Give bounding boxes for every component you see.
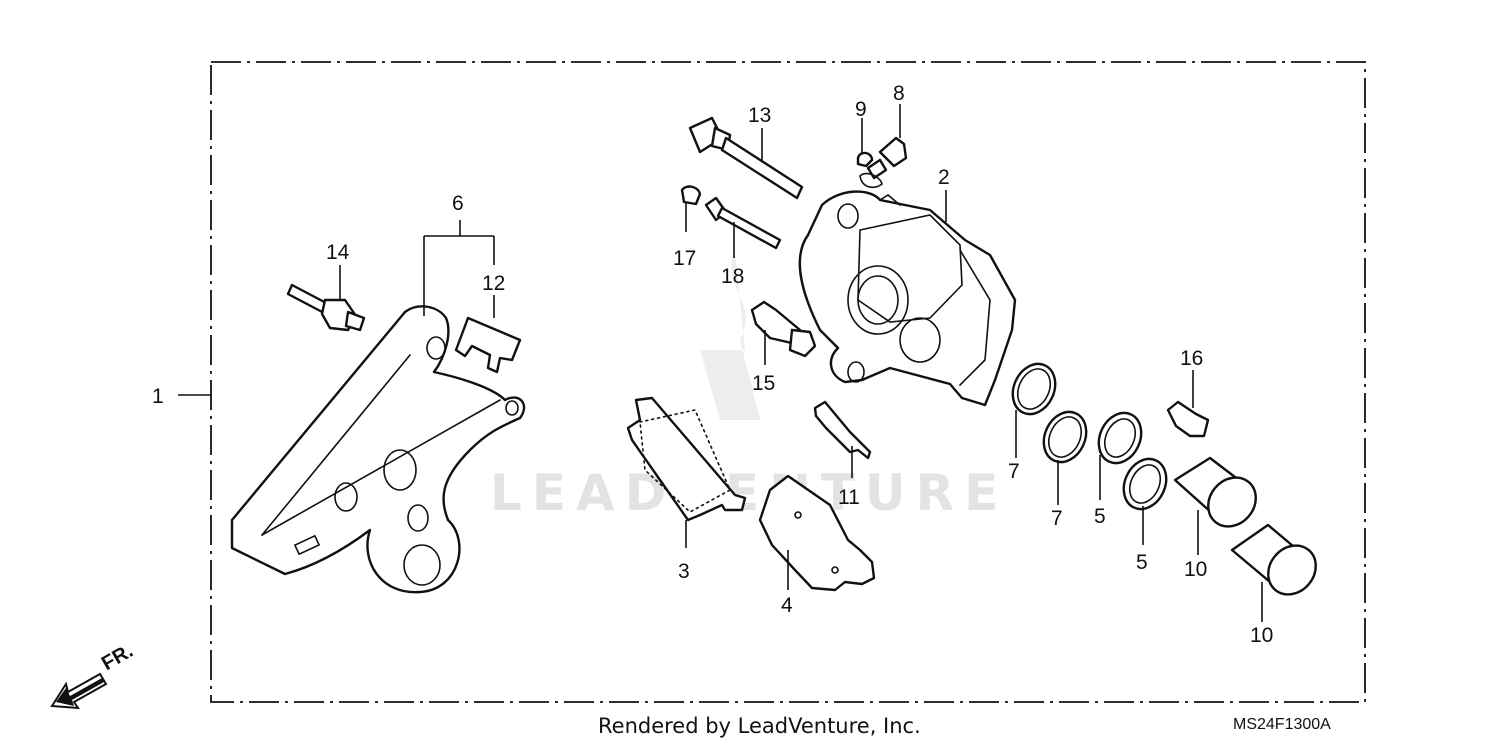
callout-11: 11 <box>838 486 860 509</box>
piston-2[interactable] <box>1230 523 1326 604</box>
callout-17: 17 <box>673 247 696 270</box>
callout-labels: 1 2 3 4 5 5 6 7 7 8 9 10 10 11 12 13 14 … <box>152 82 1273 647</box>
callout-6: 6 <box>452 192 464 215</box>
callout-15: 15 <box>752 372 775 395</box>
pad-spring[interactable] <box>454 316 522 374</box>
callout-3: 3 <box>678 560 690 583</box>
callout-10b: 10 <box>1250 624 1273 647</box>
callout-12: 12 <box>482 272 505 295</box>
dust-seal-1[interactable] <box>1091 406 1149 470</box>
slide-pin-long[interactable] <box>688 116 804 200</box>
piston-1[interactable] <box>1173 456 1266 536</box>
watermark-text: LEADVENTURE <box>490 464 1008 522</box>
callout-9: 9 <box>855 98 867 121</box>
bleeder-cap[interactable] <box>856 151 874 168</box>
callout-5b: 5 <box>1136 551 1148 574</box>
callout-4: 4 <box>781 594 793 617</box>
dust-seal-2[interactable] <box>1116 452 1174 516</box>
piston-seal-2[interactable] <box>1036 405 1094 469</box>
callout-1: 1 <box>152 385 164 408</box>
callout-14: 14 <box>326 241 350 264</box>
diagram-frame <box>210 61 1366 703</box>
pad-retainer[interactable] <box>813 400 872 460</box>
bleeder-cap-16[interactable] <box>1166 400 1210 438</box>
slide-pin-short[interactable] <box>704 196 782 250</box>
caliper-body[interactable] <box>798 190 1017 407</box>
front-arrow-icon <box>50 672 108 710</box>
callout-7b: 7 <box>1051 507 1063 530</box>
watermark-logo <box>700 250 760 420</box>
callout-8: 8 <box>893 82 905 105</box>
bracket-bolt[interactable] <box>286 283 366 332</box>
pin-bolt[interactable] <box>750 300 817 358</box>
bleeder-screw[interactable] <box>859 136 908 189</box>
callout-16: 16 <box>1180 347 1203 370</box>
callout-2: 2 <box>938 166 950 189</box>
brake-pad-outer[interactable] <box>626 396 747 522</box>
piston-seal-1[interactable] <box>1005 357 1063 421</box>
callout-5a: 5 <box>1094 505 1106 528</box>
caliper-bracket[interactable] <box>230 305 526 594</box>
callout-10a: 10 <box>1184 558 1207 581</box>
pin-boot[interactable] <box>680 185 702 206</box>
callout-18: 18 <box>721 265 744 288</box>
leader-lines <box>178 104 1263 622</box>
diagram-code: MS24F1300A <box>1233 716 1331 733</box>
callout-7a: 7 <box>1008 460 1020 483</box>
callout-13: 13 <box>748 104 771 127</box>
rendered-by-credit: Rendered by LeadVenture, Inc. <box>598 714 921 738</box>
